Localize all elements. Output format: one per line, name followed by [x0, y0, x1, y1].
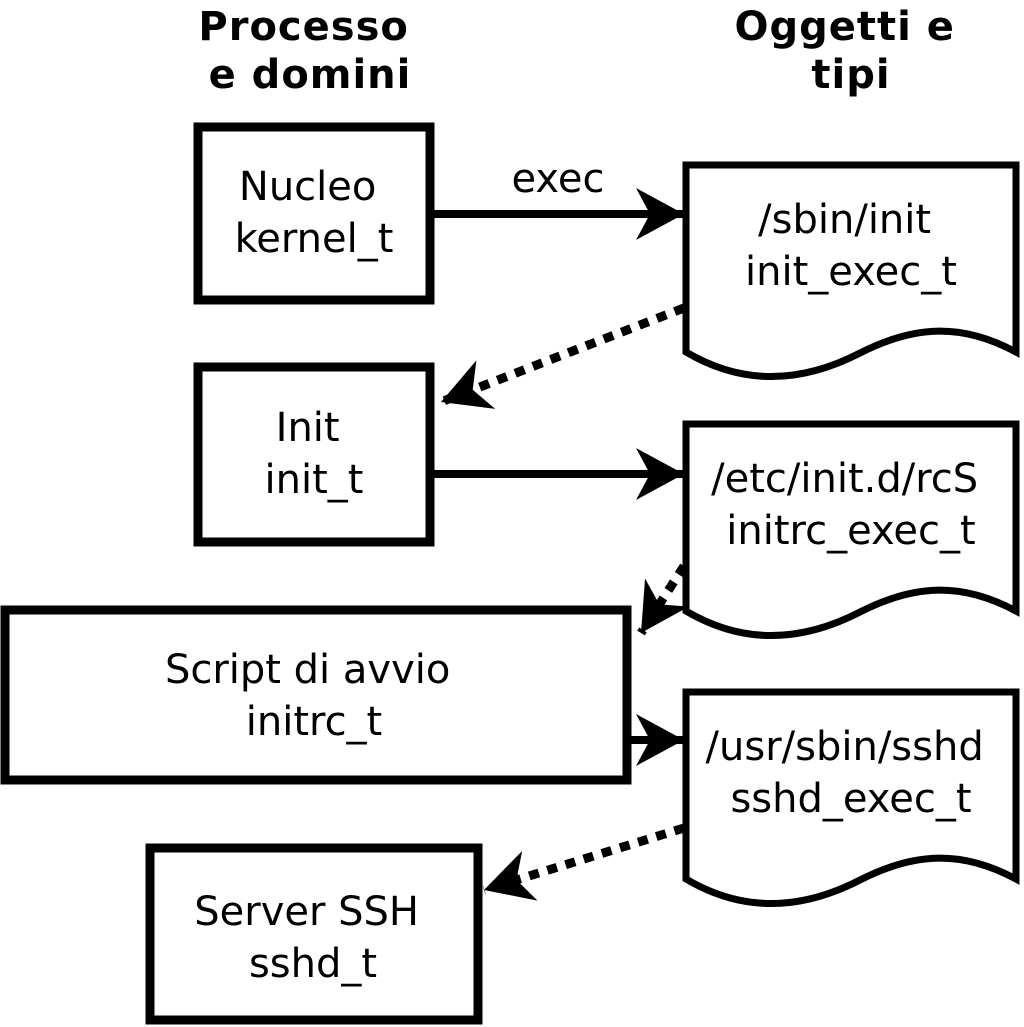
header-processes-domains: Processo e domini [198, 4, 421, 98]
object-label-init-exec: /sbin/init init_exec_t [745, 197, 957, 295]
exec-arrow-label: exec [512, 156, 605, 202]
edges-dotted [439, 303, 689, 901]
document-shape-init-exec [682, 161, 1020, 380]
box-init [193, 362, 435, 547]
object-node-init-exec: /sbin/init init_exec_t [682, 161, 1020, 380]
dotted-arrow-initrc-exec-to-initrc [637, 563, 689, 636]
header-processes-line1: Processo [198, 4, 408, 50]
box-sshd [145, 843, 483, 1025]
dotted-arrow-init-exec-to-init [439, 303, 686, 409]
object-node-sshd-exec: /usr/sbin/sshd sshd_exec_t [682, 688, 1020, 907]
process-node-init: Init init_t [193, 362, 435, 547]
document-shape-initrc-exec [682, 420, 1020, 639]
dotted-arrow-sshd-exec-to-sshd [482, 823, 686, 901]
process-node-initrc: Script di avvio initrc_t [0, 605, 632, 785]
header-processes-line2: e domini [209, 52, 412, 98]
box-kernel [193, 122, 435, 305]
header-objects-types: Oggetti e tipi [734, 4, 967, 98]
process-node-sshd: Server SSH sshd_t [145, 843, 483, 1025]
process-label-kernel: Nucleo kernel_t [235, 164, 394, 262]
header-objects-line2: tipi [811, 52, 890, 98]
object-label-initrc-exec: /etc/init.d/rcS initrc_exec_t [711, 456, 991, 554]
process-label-init: Init init_t [265, 405, 364, 503]
column-headers: Processo e domini Oggetti e tipi [198, 4, 967, 98]
process-label-sshd: Server SSH sshd_t [194, 889, 431, 987]
object-label-sshd-exec: /usr/sbin/sshd sshd_exec_t [706, 724, 997, 822]
document-shape-sshd-exec [682, 688, 1020, 907]
process-label-initrc: Script di avvio initrc_t [165, 647, 463, 745]
process-node-kernel: Nucleo kernel_t [193, 122, 435, 305]
header-objects-line1: Oggetti e [734, 4, 954, 50]
box-initrc [0, 605, 632, 785]
edges-solid: exec [430, 156, 684, 766]
object-node-initrc-exec: /etc/init.d/rcS initrc_exec_t [682, 420, 1020, 639]
